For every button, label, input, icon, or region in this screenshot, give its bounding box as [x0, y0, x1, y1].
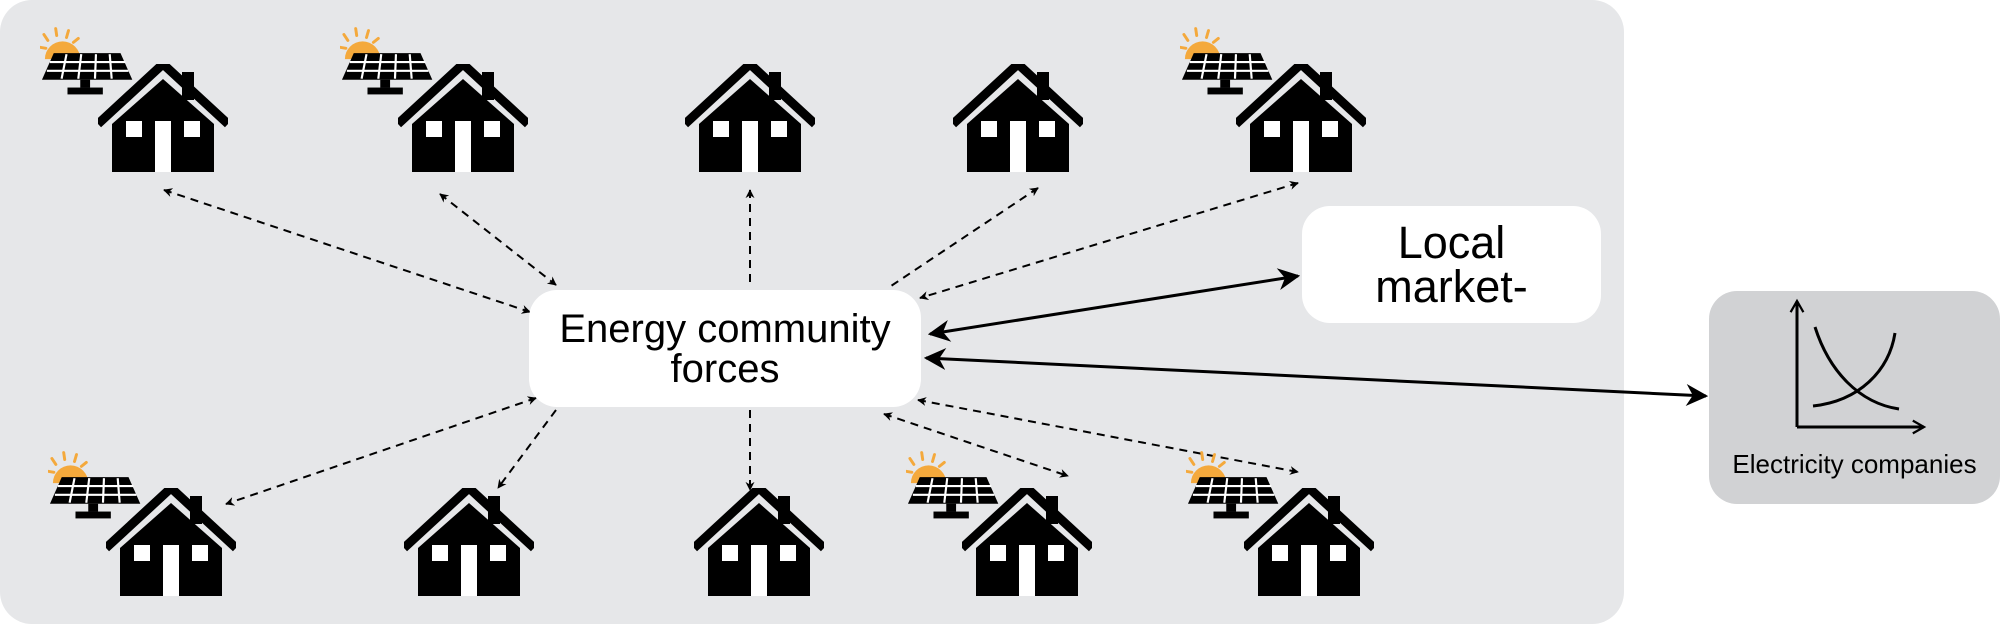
house-icon: [98, 64, 228, 172]
link-house-top-2: [439, 193, 557, 286]
link-hub-companies: [923, 347, 1709, 407]
house-icon: [1236, 64, 1366, 172]
house-icon: [1244, 488, 1374, 596]
house-icon: [962, 488, 1092, 596]
solar-panel-icon: [1180, 26, 1275, 97]
house-icon: [106, 488, 236, 596]
solar-panel-icon: [340, 26, 435, 97]
supply-demand-curve-icon: [1789, 298, 1927, 435]
house-icon: [694, 488, 824, 596]
link-house-top-4: [887, 187, 1039, 289]
hub-label-line1: Energy community: [559, 306, 891, 351]
solar-panel-icon: [40, 26, 135, 97]
link-hub-market: [927, 268, 1301, 342]
companies-label: Electricity companies: [1732, 449, 1977, 479]
market-label-line1: Local: [1397, 216, 1506, 268]
hub-label-line2: forces: [670, 346, 780, 391]
link-house-bottom-2: [497, 409, 557, 489]
link-house-bottom-5: [917, 397, 1299, 475]
link-house-bottom-1: [225, 396, 537, 506]
energy-community-hub: Energy community forces: [529, 290, 921, 407]
link-house-top-1: [163, 188, 531, 314]
market-label-line2: market-: [1375, 260, 1528, 312]
electricity-companies-panel: Electricity companies: [1709, 291, 2000, 504]
solar-panel-icon: [906, 450, 1001, 521]
local-market-box: Local market-: [1302, 206, 1601, 323]
link-house-top-5: [919, 181, 1299, 300]
link-house-bottom-4: [883, 412, 1069, 478]
house-icon: [953, 64, 1083, 172]
solar-panel-icon: [48, 450, 143, 521]
house-icon: [404, 488, 534, 596]
solar-panel-icon: [1186, 450, 1281, 521]
house-icon: [685, 64, 815, 172]
house-icon: [398, 64, 528, 172]
